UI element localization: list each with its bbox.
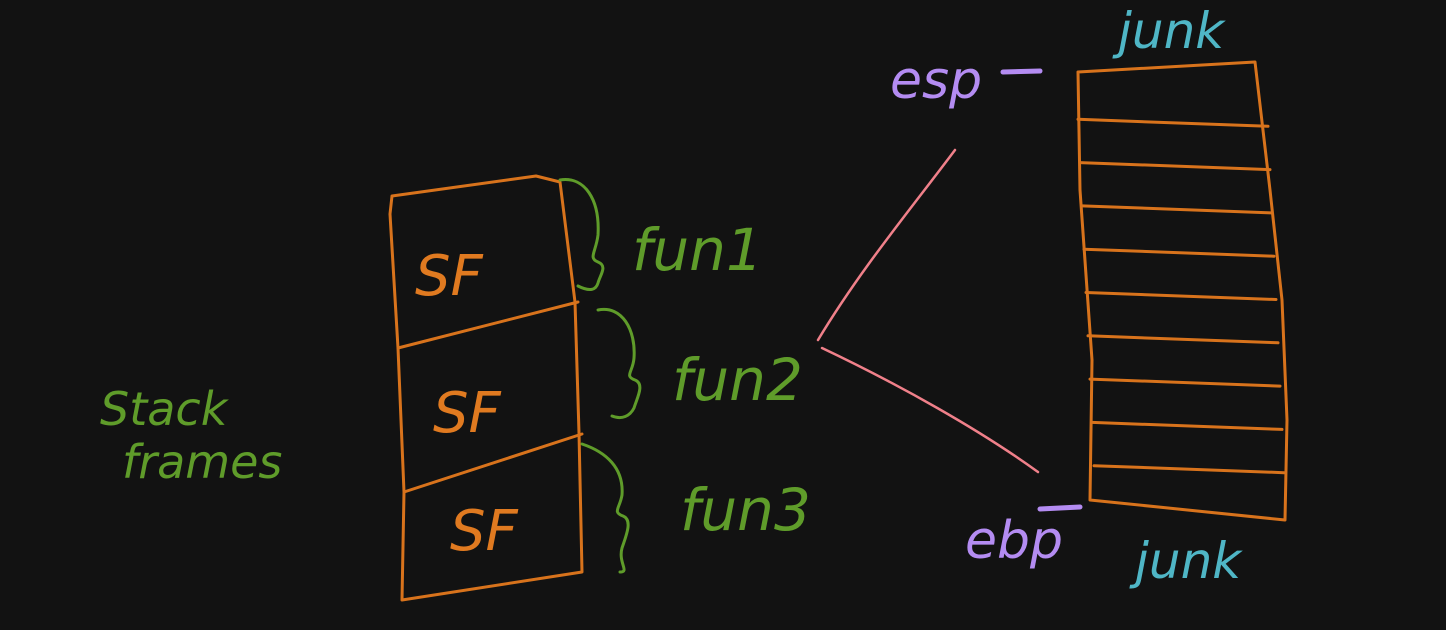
left-label-line-1: Stack (100, 382, 230, 436)
memory-slot-line (1076, 117, 1270, 128)
memory-slot-line (1086, 334, 1280, 345)
arrow-to-esp (816, 148, 957, 342)
memory-slot-line (1080, 204, 1274, 215)
memory-outline (1076, 60, 1289, 522)
junk-label-top: junk (1112, 2, 1226, 60)
brace-fun2 (596, 307, 642, 420)
memory-slot-line (1088, 377, 1282, 388)
frame-divider-1 (396, 300, 580, 350)
memory-slot-line (1084, 291, 1278, 301)
memory-column (1076, 60, 1289, 522)
junk-label-bottom: junk (1129, 532, 1243, 590)
frame-cell-label-3: SF (450, 499, 519, 564)
memory-slot-line (1092, 464, 1286, 475)
memory-slot-line (1090, 420, 1284, 431)
brace-fun1 (558, 178, 605, 292)
frame-cell-label-2: SF (433, 381, 502, 446)
function-label-fun2: fun2 (672, 346, 803, 414)
ebp-pointer-dash (1037, 504, 1083, 512)
memory-slot-line (1078, 161, 1272, 172)
register-ebp-label: ebp (965, 511, 1063, 571)
arrow-to-ebp (820, 346, 1040, 474)
frame-cell-label-1: SF (415, 244, 484, 309)
left-label-line-2: frames (122, 435, 282, 489)
function-label-fun3: fun3 (680, 476, 811, 544)
frame-divider-2 (402, 432, 584, 494)
frame-stack (388, 174, 584, 602)
function-label-fun1: fun1 (632, 216, 763, 284)
memory-slot-line (1082, 247, 1276, 258)
register-esp-label: esp (890, 51, 982, 111)
esp-pointer-dash (1000, 68, 1043, 75)
brace-fun3 (580, 442, 630, 574)
